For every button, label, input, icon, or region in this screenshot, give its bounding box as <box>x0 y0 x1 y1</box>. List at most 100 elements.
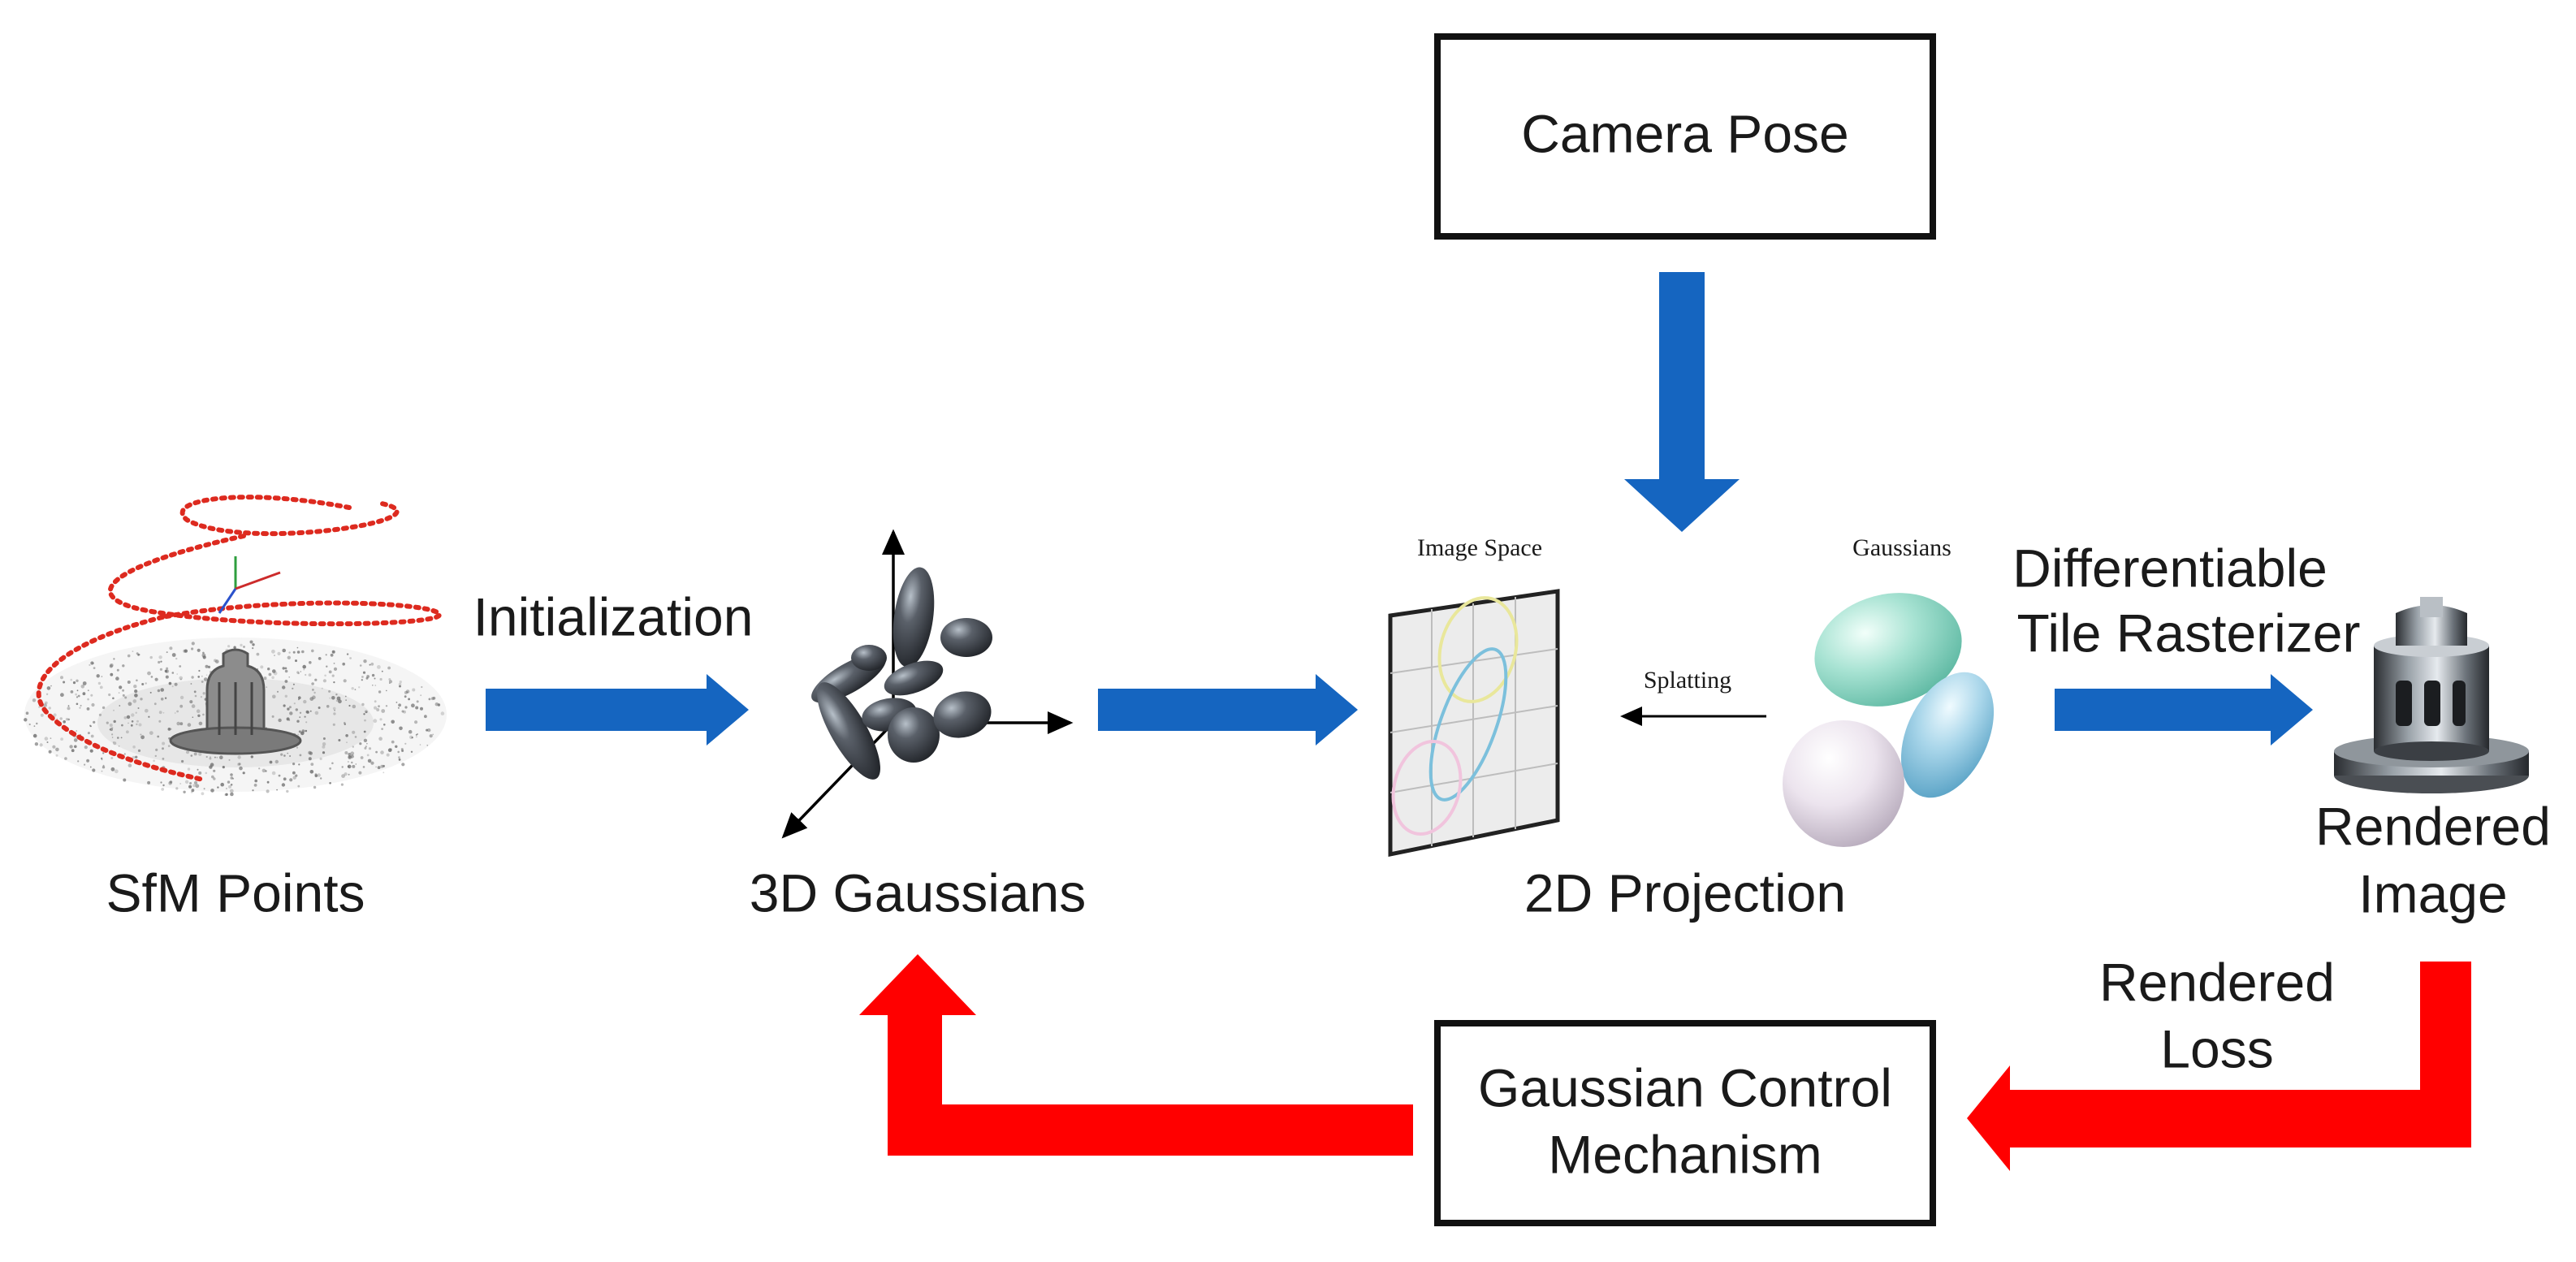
point-cloud-dot <box>379 677 383 681</box>
point-cloud-dot <box>250 755 253 758</box>
rendered-loss-label-line2: Loss <box>2160 1018 2273 1078</box>
point-cloud-dot <box>202 713 205 716</box>
point-cloud-dot <box>329 767 331 770</box>
point-cloud-dot <box>222 766 225 769</box>
point-cloud-dot <box>401 763 405 767</box>
point-cloud-dot <box>309 710 312 712</box>
point-cloud-dot <box>329 697 331 699</box>
point-cloud-dot <box>157 735 160 738</box>
point-cloud-dot <box>363 730 366 733</box>
point-cloud-dot <box>331 650 335 654</box>
point-cloud-dot <box>276 690 279 693</box>
point-cloud-dot <box>292 776 296 780</box>
point-cloud-dot <box>427 728 431 733</box>
point-cloud-dot <box>179 722 184 726</box>
point-cloud-dot <box>226 788 227 789</box>
point-cloud-dot <box>376 708 380 711</box>
point-cloud-dot <box>76 702 79 706</box>
point-cloud-dot <box>333 681 335 684</box>
point-cloud-dot <box>67 718 70 721</box>
point-cloud-dot <box>60 676 63 680</box>
point-cloud-dot <box>249 640 253 644</box>
point-cloud-dot <box>350 751 355 756</box>
point-cloud-dot <box>333 667 338 672</box>
point-cloud-dot <box>198 721 203 726</box>
point-cloud-dot <box>355 763 357 765</box>
point-cloud-dot <box>329 782 331 784</box>
point-cloud-dot <box>126 730 129 734</box>
point-cloud-dot <box>328 689 331 693</box>
point-cloud-dot <box>166 667 169 670</box>
point-cloud-dot <box>106 721 109 724</box>
point-cloud-dot <box>233 646 236 649</box>
point-cloud-dot <box>67 707 71 711</box>
point-cloud-dot <box>101 770 103 772</box>
point-cloud-dot <box>313 691 316 694</box>
point-cloud-dot <box>391 740 395 744</box>
point-cloud-dot <box>70 678 72 681</box>
point-cloud-dot <box>77 760 80 763</box>
point-cloud-dot <box>289 778 293 782</box>
point-cloud-dot <box>198 771 202 775</box>
point-cloud-dot <box>305 721 308 724</box>
point-cloud-dot <box>375 750 378 754</box>
point-cloud-dot <box>411 737 413 739</box>
point-cloud-dot <box>360 756 364 759</box>
point-cloud-dot <box>65 718 69 721</box>
point-cloud-dot <box>89 749 93 753</box>
point-cloud-dot <box>108 693 111 697</box>
point-cloud-dot <box>123 716 128 720</box>
point-cloud-dot <box>302 664 307 669</box>
point-cloud-dot <box>190 790 193 793</box>
point-cloud-dot <box>261 768 266 773</box>
point-cloud-dot <box>299 716 301 718</box>
point-cloud-dot <box>352 764 356 768</box>
point-cloud-dot <box>426 744 429 746</box>
point-cloud-dot <box>237 755 241 759</box>
point-cloud-dot <box>310 763 314 766</box>
point-cloud-dot <box>308 757 312 761</box>
point-cloud-dot <box>201 792 205 796</box>
point-cloud-dot <box>110 672 114 676</box>
camera-pose-down-arrow <box>1624 272 1740 532</box>
point-cloud-dot <box>367 758 372 763</box>
point-cloud-dot <box>124 696 128 699</box>
point-cloud-dot <box>309 770 314 774</box>
point-cloud-dot <box>123 753 126 755</box>
point-cloud-dot <box>191 704 196 708</box>
point-cloud-dot <box>265 770 267 772</box>
point-cloud-dot <box>191 642 195 646</box>
point-cloud-dot <box>269 760 273 764</box>
point-cloud-dot <box>137 707 140 709</box>
point-cloud-dot <box>155 748 158 752</box>
point-cloud-dot <box>96 674 100 678</box>
point-cloud-dot <box>297 784 300 788</box>
point-cloud-dot <box>383 724 386 726</box>
point-cloud-dot <box>415 706 419 710</box>
point-cloud-dot <box>73 738 78 742</box>
point-cloud-dot <box>228 784 231 789</box>
point-cloud-dot <box>301 650 305 654</box>
point-cloud-dot <box>162 784 165 787</box>
point-cloud-dot <box>274 759 279 764</box>
point-cloud-dot <box>79 707 81 709</box>
gaussians-small-label: Gaussians <box>1852 534 1951 561</box>
point-cloud-dot <box>260 665 264 669</box>
point-cloud-dot <box>252 643 255 646</box>
point-cloud-dot <box>131 713 135 717</box>
gaussians-to-projection-arrow <box>1098 674 1358 746</box>
point-cloud-dot <box>141 683 145 685</box>
point-cloud-dot <box>286 717 290 721</box>
point-cloud-dot <box>162 747 164 750</box>
point-cloud-dot <box>309 697 314 701</box>
point-cloud-dot <box>122 694 125 697</box>
point-cloud-dot <box>410 750 413 753</box>
point-cloud-dot <box>404 706 408 709</box>
point-cloud-dot <box>313 785 317 789</box>
point-cloud-dot <box>284 680 288 683</box>
point-cloud-dot <box>122 689 125 692</box>
point-cloud-dot <box>330 653 334 657</box>
gaussians-3d-label: 3D Gaussians <box>750 862 1087 923</box>
point-cloud-dot <box>238 763 241 766</box>
point-cloud-dot <box>283 754 286 757</box>
